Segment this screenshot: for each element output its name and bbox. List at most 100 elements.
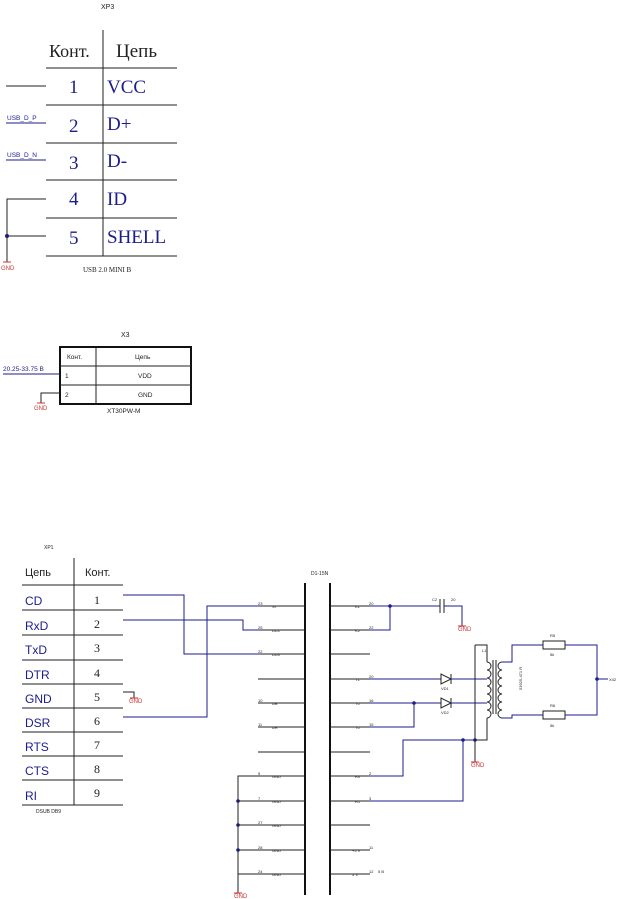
ic-right-pin-num-5: 15 bbox=[369, 722, 374, 727]
xp1-net-2: RxD bbox=[25, 619, 49, 633]
ic-right-pin-name-1: K1 bbox=[355, 604, 361, 609]
xfmr-part-label: 53925-471 R bbox=[518, 667, 523, 690]
ic-left-pin-num-7: 7 bbox=[258, 796, 261, 801]
xp1-net-4: DTR bbox=[25, 668, 50, 682]
ic-left-pin-name-1: ST bbox=[272, 604, 278, 609]
ic-left-pin-name-9: GND bbox=[272, 848, 281, 853]
ic-left-pin-labels: 23 ST 25 DD1 22 DD0 10 DB 11 DR 5 GND 7 … bbox=[258, 601, 281, 877]
xp1-header-pin: Конт. bbox=[85, 567, 110, 579]
xp3-wire-usb-d-p: USB_D_P bbox=[7, 115, 37, 122]
xp1-net-3: TxD bbox=[25, 643, 47, 657]
ic-left-pin-name-3: DD0 bbox=[272, 652, 281, 657]
ic-right-pin-num-8: 11 bbox=[369, 845, 374, 850]
xp3-pin-5: 5 bbox=[69, 228, 79, 249]
xp3-pin-2: 2 bbox=[69, 116, 79, 137]
xp1-ic-wires bbox=[123, 594, 260, 718]
xp1-pin-3: 3 bbox=[94, 641, 100, 655]
xp1-net-6: DSR bbox=[25, 716, 51, 730]
ic-right-pin-num-7: 3 bbox=[369, 796, 372, 801]
ic-left-pin-name-6: GND bbox=[272, 774, 281, 779]
ic-left-pin-num-10: 24 bbox=[258, 869, 263, 874]
x3-connector: X3 Конт. Цепь 1 VDD 2 GND 20.25-33.75 В … bbox=[3, 332, 192, 415]
ic-chip: D1-15N 23 ST 25 DD1 22 DD0 10 DB 11 DR 5… bbox=[234, 571, 384, 899]
xp1-pin-8: 8 bbox=[94, 762, 100, 776]
xp1-pin-2: 2 bbox=[94, 617, 100, 631]
out-label: X42 bbox=[609, 677, 617, 682]
xp1-title: XP1 bbox=[44, 545, 54, 551]
x3-title: X3 bbox=[121, 332, 130, 339]
ic-right-pin-name-8: +5 V bbox=[352, 848, 361, 853]
xp3-pin-3: 3 bbox=[69, 153, 79, 174]
xp1-pin-5: 5 bbox=[94, 690, 100, 704]
ic-gnd-label-left: GND bbox=[234, 894, 248, 899]
ic-right-pin-num-2: 22 bbox=[369, 625, 374, 630]
xp1-net-5: GND bbox=[25, 692, 52, 706]
ic-left-pin-name-8: GND bbox=[272, 823, 281, 828]
xp1-connector: XP1 Цепь Конт. CD 1 RxD 2 TxD 3 DTR 4 GN… bbox=[22, 545, 143, 815]
r6-value: 5k bbox=[550, 723, 554, 728]
ic-left-pin-num-6: 5 bbox=[258, 771, 261, 776]
xp3-pin-1: 1 bbox=[69, 77, 79, 98]
xp1-net-9: RI bbox=[25, 789, 37, 803]
xp1-net-8: CTS bbox=[25, 764, 49, 778]
ic-right-pin-name-6: R0 bbox=[355, 774, 361, 779]
xp3-net-2: D+ bbox=[107, 114, 131, 135]
ic-left-pin-num-4: 10 bbox=[258, 698, 263, 703]
r6-label: R6 bbox=[550, 703, 556, 708]
ic-right-pin-name-7: R1 bbox=[355, 799, 361, 804]
output-stage: GND C2 20 VD1 VD2 L1 GND 53925-471 R bbox=[370, 597, 617, 802]
ic-left-pin-name-7: GND bbox=[272, 799, 281, 804]
ic-left-pin-num-2: 25 bbox=[258, 625, 263, 630]
x3-part-name: XT30PW-M bbox=[107, 408, 140, 415]
vd1-label: VD1 bbox=[441, 686, 450, 691]
vd2-label: VD2 bbox=[441, 710, 450, 715]
x3-net-2: GND bbox=[138, 392, 153, 399]
xp1-rows: CD 1 RxD 2 TxD 3 DTR 4 GND 5 DSR 6 RTS 7… bbox=[22, 593, 123, 806]
ic-right-pin-name-2: K2 bbox=[355, 628, 361, 633]
xp3-net-5: SHELL bbox=[107, 227, 166, 248]
r6-resistor bbox=[542, 710, 566, 720]
l1-gnd-label: GND bbox=[471, 763, 485, 769]
ic-right-pin-num-4: 16 bbox=[369, 698, 374, 703]
vd2-diode-icon bbox=[440, 697, 453, 709]
xp1-pin-4: 4 bbox=[94, 666, 100, 680]
xp3-title: XP3 bbox=[101, 4, 114, 11]
ic-left-pin-name-4: DB bbox=[272, 701, 278, 706]
ic-left-pin-name-5: DR bbox=[272, 725, 278, 730]
l1-primary-coil bbox=[486, 661, 492, 719]
c2-gnd-label: GND bbox=[458, 627, 472, 633]
xp1-net-7: RTS bbox=[25, 740, 49, 754]
ic-right-pin-labels: 20 K1 22 K2 20 T1 16 T0 15 T0 2 R0 3 R1 … bbox=[352, 601, 384, 877]
l1-secondary-coil bbox=[497, 661, 503, 719]
r5-resistor bbox=[542, 640, 566, 650]
ic-right-pin-num-1: 20 bbox=[369, 601, 374, 606]
ic-title: D1-15N bbox=[311, 571, 329, 577]
x3-pin-1: 1 bbox=[65, 373, 69, 380]
xp1-gnd-label: GND bbox=[129, 699, 143, 705]
ic-left-pin-num-5: 11 bbox=[258, 722, 263, 727]
xp1-header-net: Цепь bbox=[25, 567, 51, 579]
c2-value: 20 bbox=[451, 597, 456, 602]
xp3-header-pin: Конт. bbox=[49, 41, 90, 61]
xp3-wire-usb-d-n: USB_D_N bbox=[7, 152, 37, 159]
x3-gnd-label: GND bbox=[34, 406, 48, 412]
ic-right-pin-num-3: 20 bbox=[369, 674, 374, 679]
l1-label: L1 bbox=[482, 648, 487, 653]
xp3-header-net: Цепь bbox=[116, 41, 157, 62]
ic-right-pin-num-6: 2 bbox=[369, 771, 372, 776]
ic-left-pin-num-9: 28 bbox=[258, 845, 263, 850]
r5-label: R5 bbox=[550, 633, 556, 638]
xp1-part-name: DSUB DB9 bbox=[36, 809, 61, 815]
ic-right-pin-name-4: T0 bbox=[355, 701, 360, 706]
ic-left-pin-num-3: 22 bbox=[258, 649, 263, 654]
ic-extra-label: 5 В bbox=[378, 869, 384, 874]
ic-right-pin-name-9: 5 V bbox=[352, 872, 358, 877]
xp3-net-4: ID bbox=[107, 189, 127, 210]
ic-left-pin-name-2: DD1 bbox=[272, 628, 281, 633]
xp1-pin-9: 9 bbox=[94, 786, 100, 800]
ic-left-pin-name-10: GND bbox=[272, 872, 281, 877]
x3-pin-2: 2 bbox=[65, 392, 69, 399]
ic-left-pin-num-8: 27 bbox=[258, 820, 263, 825]
xp1-pin-7: 7 bbox=[94, 738, 100, 752]
